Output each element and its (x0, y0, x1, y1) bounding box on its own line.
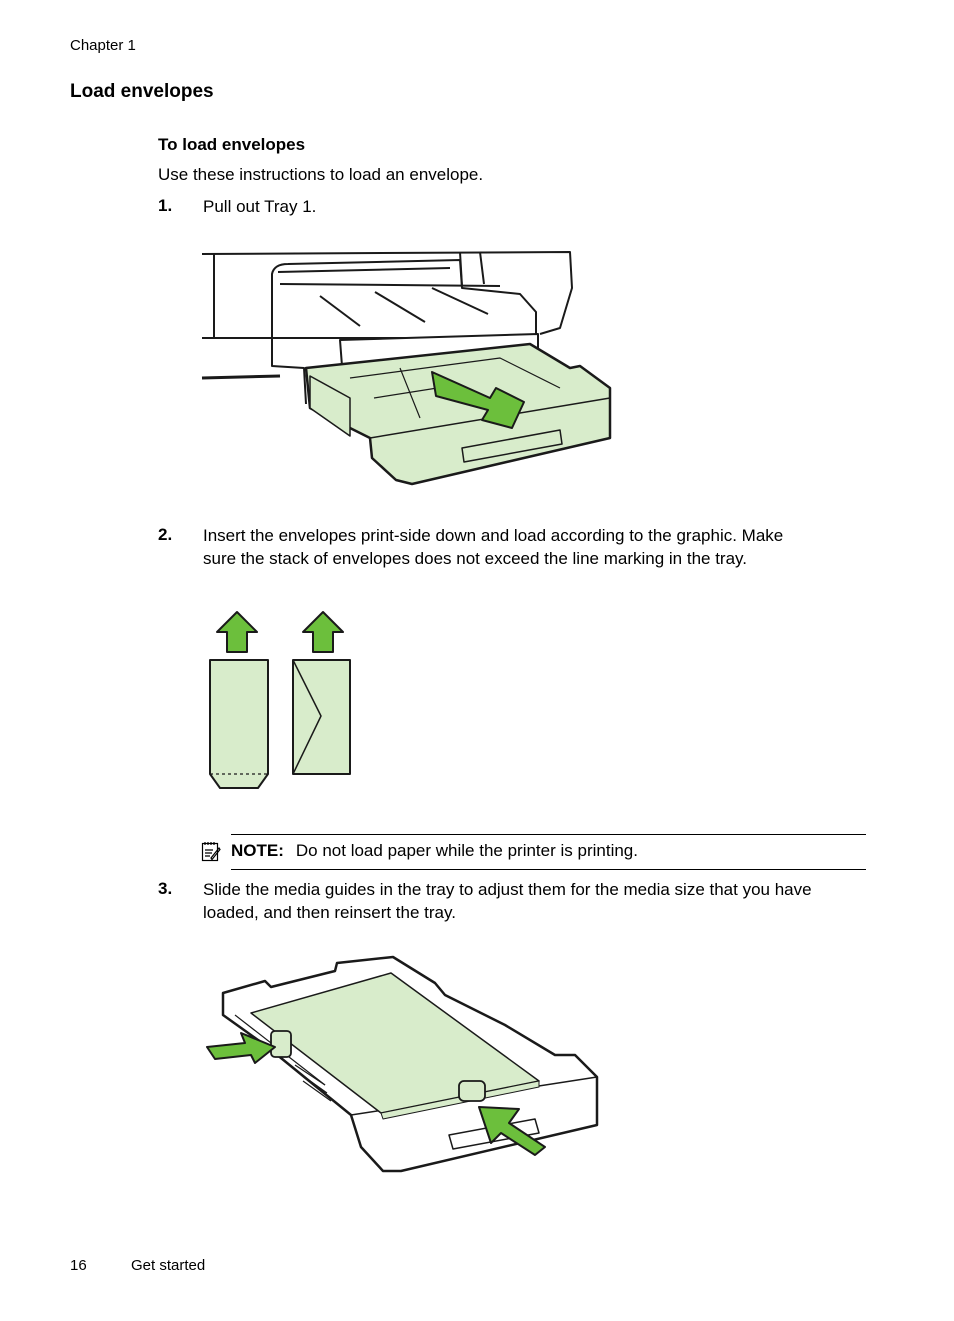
envelope-flap-bottom (209, 659, 269, 789)
note-top-rule (231, 834, 866, 835)
note: NOTE: Do not load paper while the printer… (231, 841, 638, 861)
step-1-line-1: Pull out Tray 1. (203, 197, 317, 216)
step-2-line-2: sure the stack of envelopes does not exc… (203, 549, 747, 568)
note-bottom-rule (231, 869, 866, 870)
guide-arrow-right-icon (478, 1106, 546, 1156)
page-number: 16 (70, 1257, 87, 1274)
note-text: Do not load paper while the printer is p… (295, 841, 638, 860)
step-2-number: 2. (158, 525, 173, 544)
note-icon (201, 842, 221, 862)
pull-arrow-icon (431, 371, 525, 429)
step-3-text: Slide the media guides in the tray to ad… (203, 878, 873, 924)
step-2-line-1: Insert the envelopes print-side down and… (203, 526, 784, 545)
procedure-intro: Use these instructions to load an envelo… (158, 165, 484, 184)
envelope-orientation-illustration (209, 611, 351, 789)
step-3-number: 3. (158, 879, 173, 898)
step-2-text: Insert the envelopes print-side down and… (203, 524, 873, 570)
media-guides-illustration (206, 955, 599, 1173)
procedure-title: To load envelopes (158, 135, 306, 154)
step-3-line-2: loaded, and then reinsert the tray. (203, 903, 456, 922)
note-label: NOTE: (231, 841, 284, 860)
running-header: Chapter 1 (70, 37, 136, 54)
step-1-number: 1. (158, 196, 173, 215)
section-title: Load envelopes (70, 81, 214, 102)
pull-out-tray-illustration (201, 251, 612, 486)
footer-section-name: Get started (131, 1257, 206, 1274)
guide-arrow-left-icon (206, 1032, 276, 1064)
step-3-line-1: Slide the media guides in the tray to ad… (203, 880, 812, 899)
up-arrow-icon (302, 611, 344, 653)
step-1-text: Pull out Tray 1. (203, 195, 873, 218)
up-arrow-icon (216, 611, 258, 653)
